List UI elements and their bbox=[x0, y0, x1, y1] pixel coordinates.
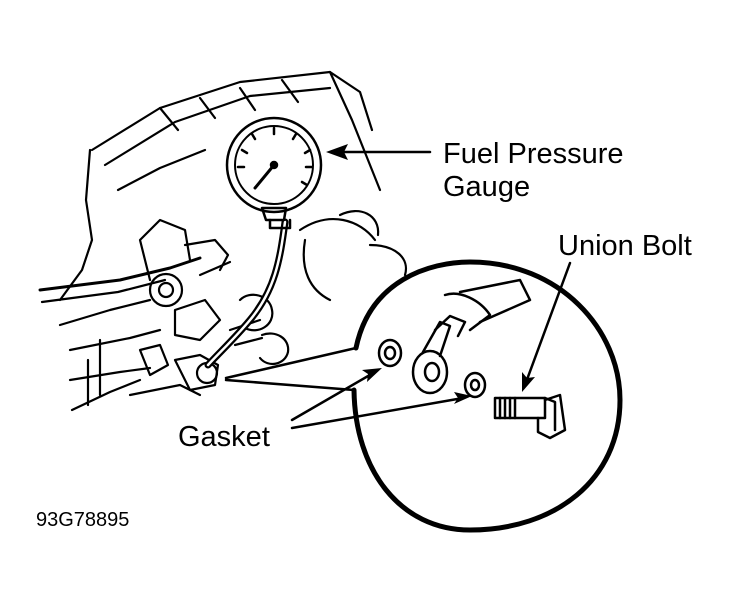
fuel-hose-icon bbox=[204, 218, 289, 369]
detail-circle bbox=[351, 259, 623, 533]
engine-assembly-icon bbox=[38, 70, 408, 412]
fuel-pressure-gauge-label-line2: Gauge bbox=[443, 171, 531, 203]
banjo-fitting-icon bbox=[411, 278, 532, 395]
arrow-heads bbox=[326, 144, 535, 404]
fuel-pressure-gauge-label-line1: Fuel Pressure bbox=[443, 138, 624, 170]
union-bolt-label: Union Bolt bbox=[558, 230, 692, 262]
leader-lines bbox=[224, 150, 572, 430]
gasket-icon bbox=[377, 338, 487, 399]
fuel-pressure-gauge-icon bbox=[225, 116, 323, 230]
union-bolt-icon bbox=[493, 393, 567, 440]
figure-code: 93G78895 bbox=[36, 509, 130, 531]
gasket-label: Gasket bbox=[178, 421, 270, 453]
